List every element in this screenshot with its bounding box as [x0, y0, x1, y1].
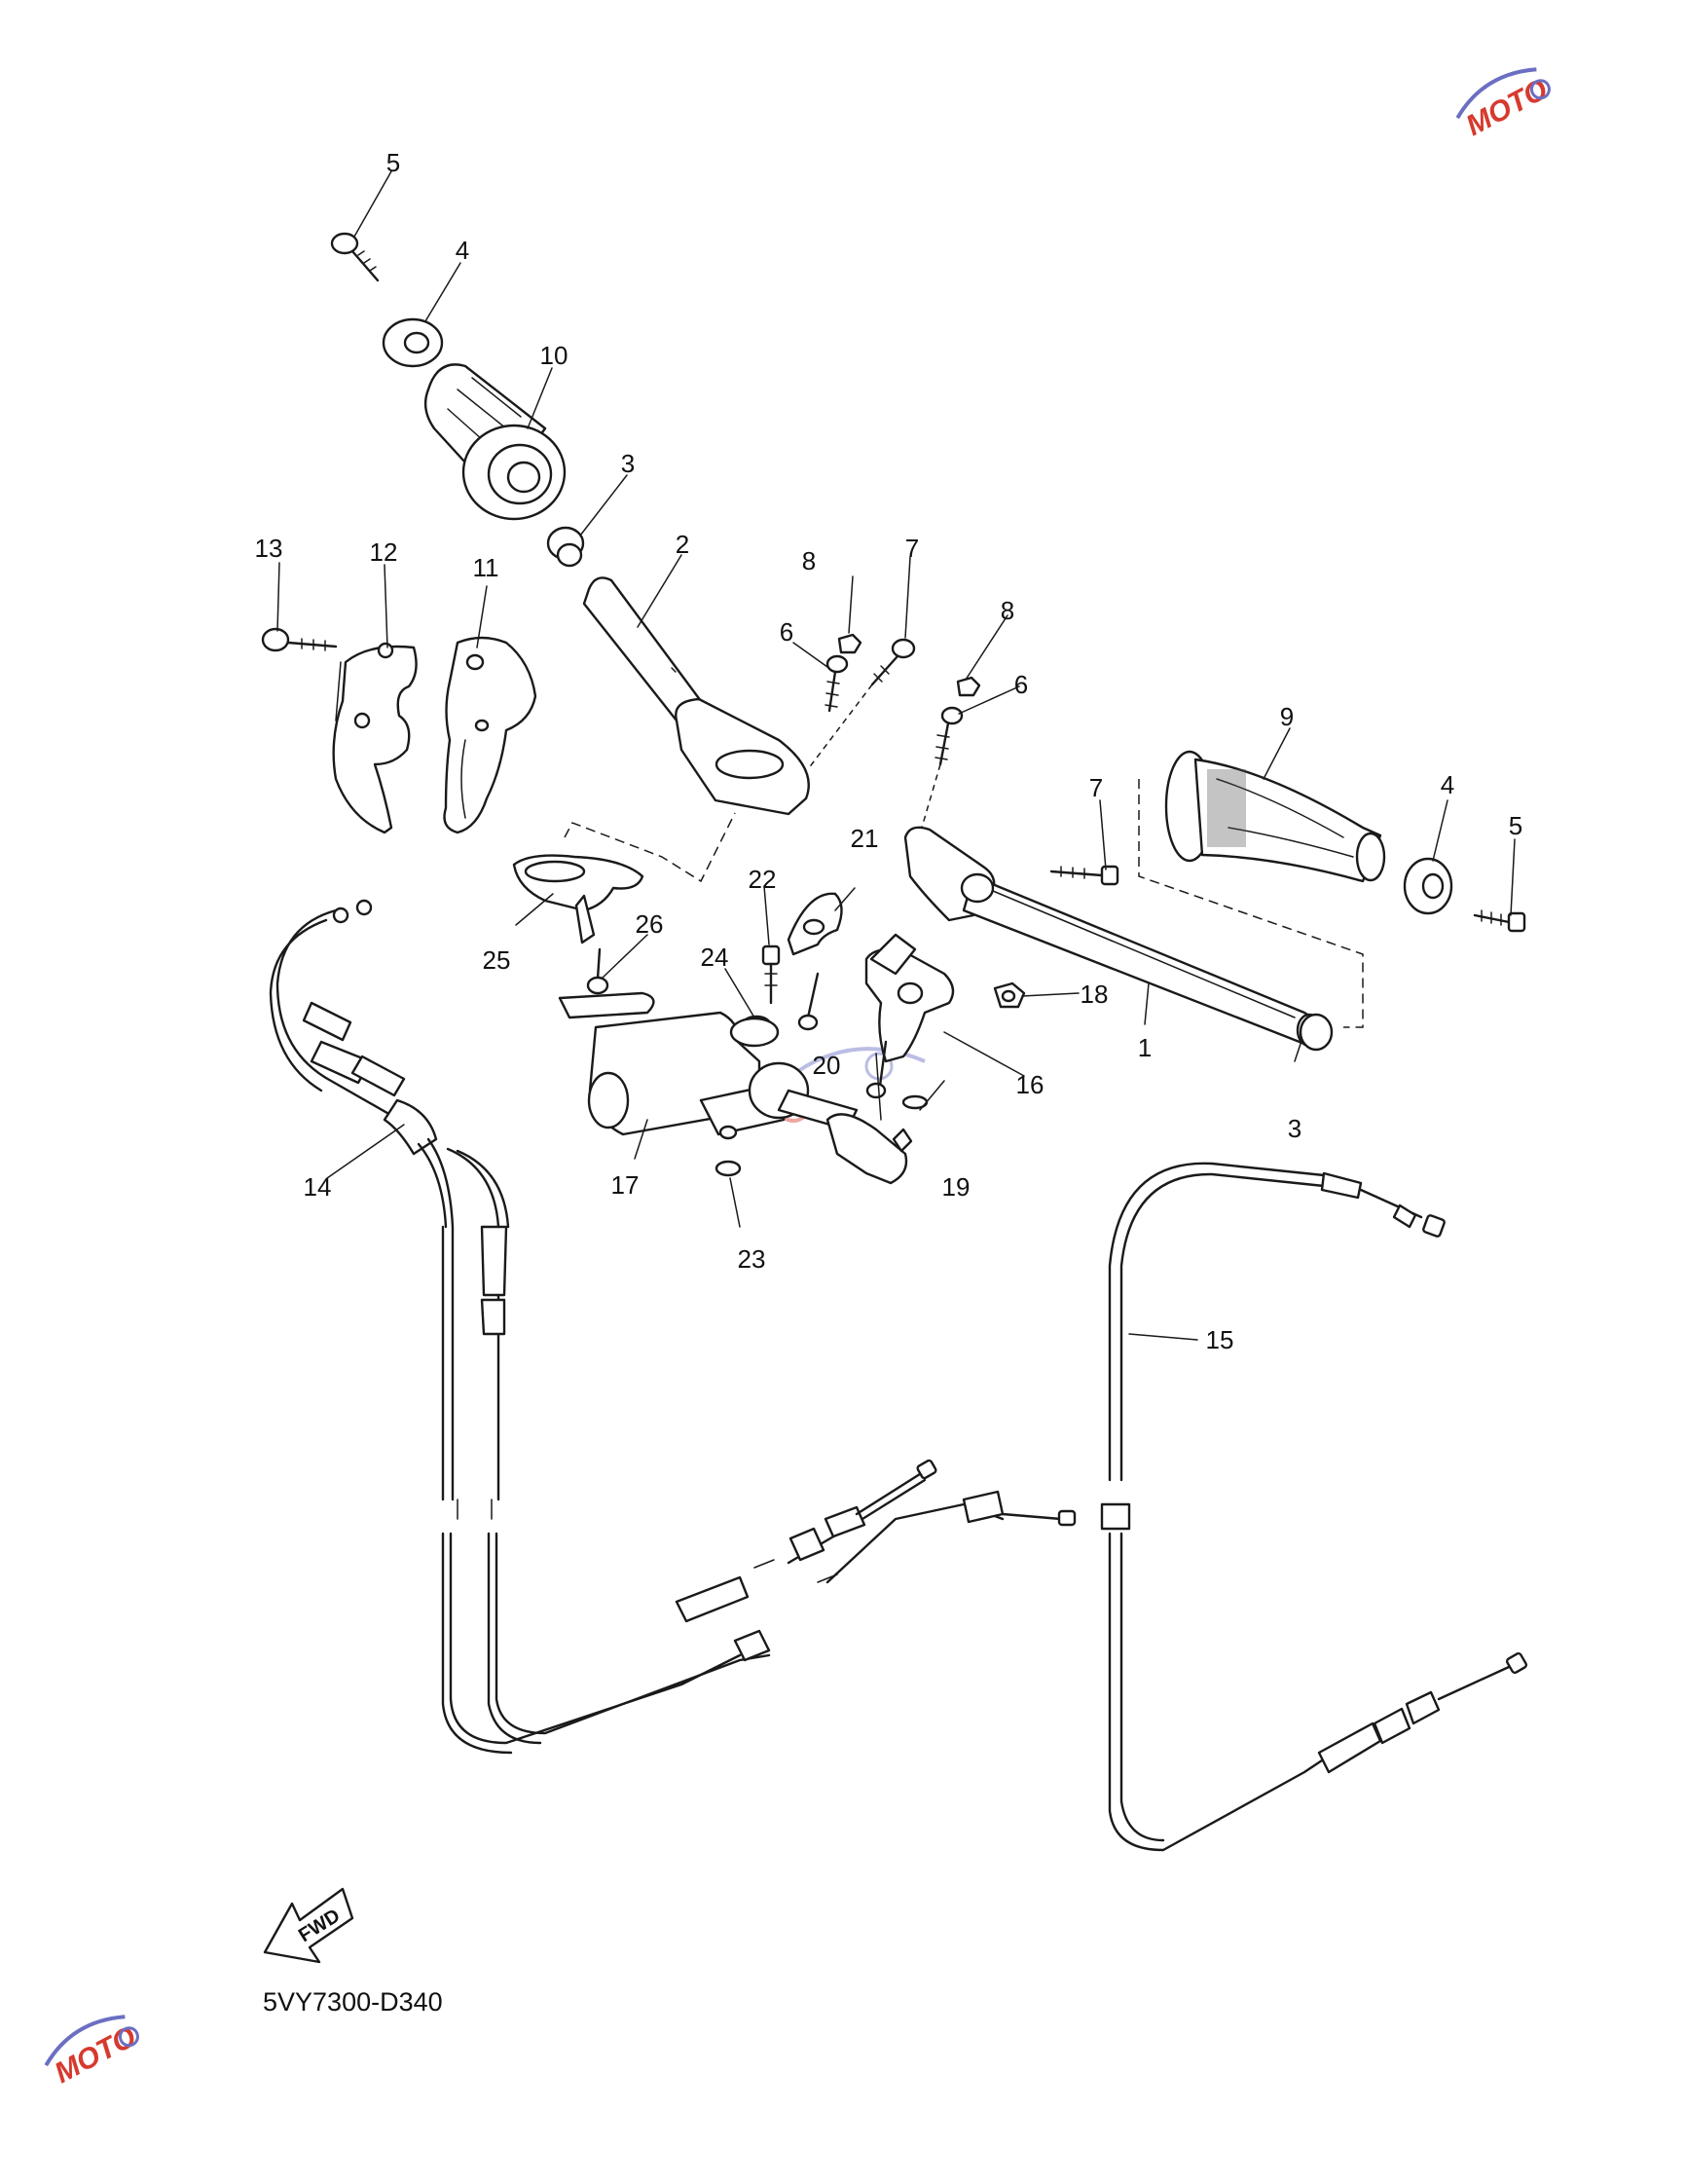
part-8-nut-left	[837, 633, 862, 654]
part-21-clamp	[787, 892, 843, 956]
callout-c18: 18	[1081, 980, 1109, 1009]
callout-c22: 22	[749, 865, 777, 894]
callout-c12: 12	[370, 537, 398, 567]
part-11-housing-half	[443, 636, 537, 834]
part-13-screw	[261, 627, 338, 652]
part-3-collar-right	[1299, 1013, 1334, 1052]
part-5-bolt-left	[330, 232, 380, 282]
part-15-clutch-cable	[1100, 1162, 1528, 1852]
callout-c24: 24	[701, 943, 729, 972]
callout-numbers: 5 4 10 3 2 8 7 6 8 6 9 7 4 5 13 12 11 21…	[255, 148, 1523, 1354]
part-19-bolt	[865, 1040, 929, 1153]
callout-c20: 20	[813, 1051, 841, 1080]
callout-c13: 13	[255, 534, 283, 563]
callout-c8a: 8	[802, 546, 816, 575]
part-12-housing-half	[332, 642, 418, 834]
drawing-code: 5VY7300-D340	[263, 1987, 443, 2017]
fwd-arrow: FWD	[263, 1887, 354, 1964]
callout-c15: 15	[1206, 1325, 1234, 1354]
part-7-bolt-right	[1049, 865, 1119, 886]
callout-c5a: 5	[386, 148, 400, 177]
callout-c3a: 3	[621, 449, 635, 478]
part-22-bolt	[761, 944, 781, 1005]
part-23-washer	[715, 1160, 742, 1177]
callout-c6a: 6	[780, 617, 793, 647]
part-2-left-handlebar	[582, 576, 810, 816]
callout-c7b: 7	[1089, 773, 1103, 802]
callout-c7a: 7	[905, 534, 919, 563]
part-4-bar-end-weight-right	[1403, 857, 1453, 915]
part-26-bolt	[586, 947, 609, 995]
part-8-nut-right	[956, 676, 981, 697]
part-14-throttle-cables	[269, 899, 1077, 1755]
assembly-guide-lines-left	[564, 812, 736, 883]
callout-c4a: 4	[456, 236, 469, 265]
part-20-bolt	[797, 972, 820, 1031]
part-18-nut	[993, 981, 1026, 1009]
callout-c6b: 6	[1014, 670, 1028, 699]
part-17-steering-damper	[558, 991, 908, 1185]
part-16-mount-bracket	[864, 933, 955, 1063]
callout-c25: 25	[483, 945, 511, 975]
part-7-bolt-left	[807, 638, 916, 770]
callout-c17: 17	[611, 1170, 640, 1200]
watermark-brand-text: MOTO	[1461, 73, 1553, 142]
callout-c26: 26	[636, 909, 664, 939]
callout-c1: 1	[1138, 1033, 1152, 1062]
part-6-bolt-right	[918, 706, 964, 838]
callout-c10: 10	[540, 341, 568, 370]
part-25-bracket	[512, 854, 644, 944]
assembly-guide-lines-right	[1138, 779, 1364, 1028]
part-9-right-grip	[1164, 750, 1386, 883]
part-10-throttle-grip	[423, 363, 567, 521]
callout-c3b: 3	[1288, 1114, 1301, 1143]
callout-c11: 11	[473, 553, 499, 582]
leader-lines	[276, 170, 1516, 1341]
watermark-brand-text-bottom: MOTO	[50, 2020, 141, 2090]
callout-c16: 16	[1016, 1070, 1045, 1099]
part-3-collar-left	[546, 526, 585, 568]
callout-c5b: 5	[1509, 811, 1522, 840]
callout-c4b: 4	[1441, 770, 1454, 799]
part-5-bolt-right	[1473, 909, 1526, 933]
callout-c2: 2	[676, 530, 689, 559]
callout-c21: 21	[851, 824, 879, 853]
watermark-bottom-left: MOTO	[44, 2015, 141, 2090]
callout-c9: 9	[1280, 702, 1294, 731]
part-4-bar-end-weight-left	[382, 317, 444, 368]
callout-c8b: 8	[1001, 596, 1014, 625]
part-6-bolt-left	[825, 654, 849, 713]
callout-c19: 19	[942, 1172, 971, 1202]
watermark-top-right: MOTO	[1455, 67, 1553, 142]
callout-c23: 23	[738, 1244, 766, 1274]
callout-c14: 14	[304, 1172, 332, 1202]
